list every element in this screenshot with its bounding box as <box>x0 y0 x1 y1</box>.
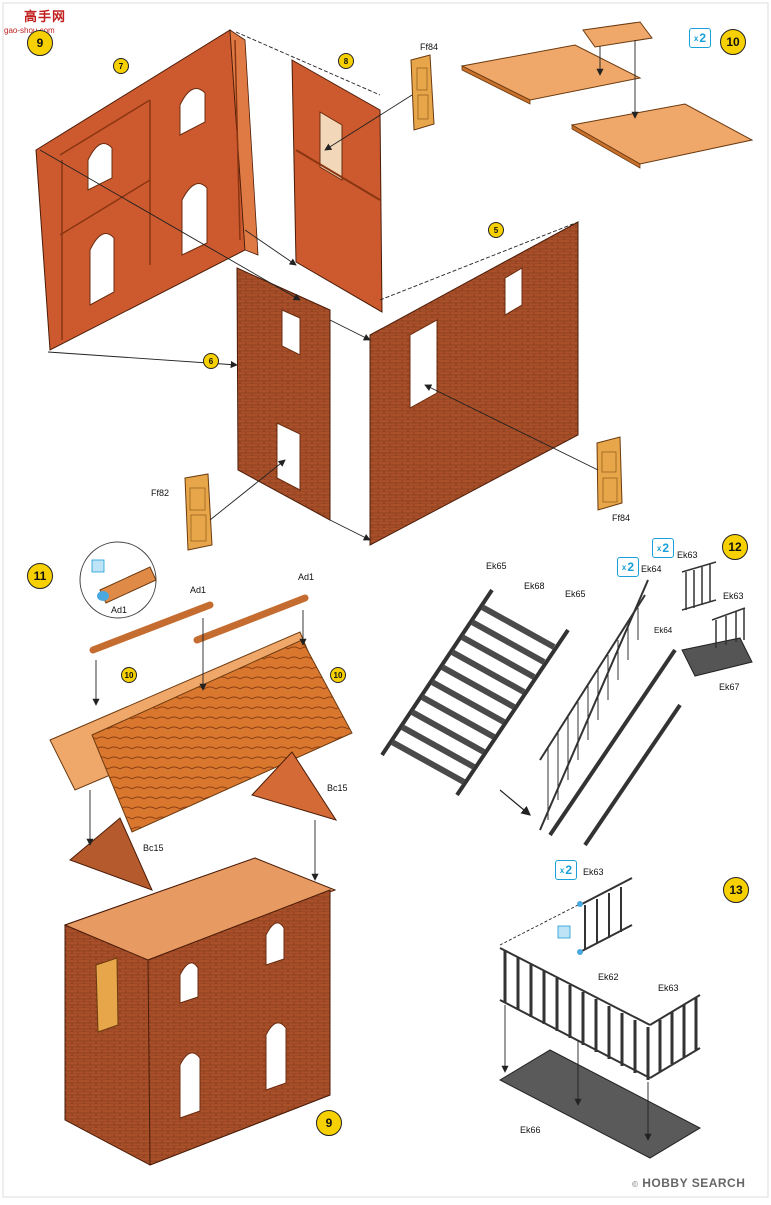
step-9-result-badge: 9 <box>316 1110 342 1136</box>
wall-part-6 <box>236 267 331 521</box>
label-ff84-bottom: Ff84 <box>612 513 631 523</box>
door-ff82 <box>184 473 213 551</box>
part-10-marker-b: 10 <box>330 667 346 683</box>
door-ff84-top <box>410 54 435 131</box>
multiplier-prefix: x <box>621 562 627 572</box>
label-ad1-right: Ad1 <box>298 572 315 582</box>
label-ff82: Ff82 <box>151 488 170 498</box>
label-ek64-top: Ek64 <box>641 564 662 574</box>
hobby-search-watermark: © HOBBY SEARCH <box>632 1176 745 1190</box>
assembly-lines-step9 <box>39 31 599 541</box>
step-12-badge: 12 <box>722 534 748 560</box>
multiplier-value: 2 <box>662 541 670 555</box>
watermark-mark: © <box>632 1180 639 1189</box>
multiplier-prefix: x <box>559 865 565 875</box>
stairs-step12 <box>380 561 753 847</box>
label-ek62: Ek62 <box>598 972 619 982</box>
label-ek68: Ek68 <box>524 581 545 591</box>
label-ad1-left: Ad1 <box>190 585 207 595</box>
step-10-badge: 10 <box>720 29 746 55</box>
logo-text: 高手网 <box>24 10 67 25</box>
watermark-text: HOBBY SEARCH <box>642 1176 746 1190</box>
label-ek63-side: Ek63 <box>723 591 744 601</box>
site-logo: 高手网 gao-shou.com <box>4 4 82 40</box>
label-bc15-right: Bc15 <box>327 783 348 793</box>
step-13-badge: 13 <box>723 877 749 903</box>
floor-panels-step10 <box>460 21 754 169</box>
label-ek63-step13-b: Ek63 <box>658 983 679 993</box>
multiplier-prefix: x <box>693 33 699 43</box>
label-ek63-step13: Ek63 <box>583 867 604 877</box>
label-ek67: Ek67 <box>719 682 740 692</box>
step-11-badge: 11 <box>27 563 53 589</box>
part-7-marker: 7 <box>113 58 129 74</box>
wall-part-5 <box>369 221 579 546</box>
label-ek65-left: Ek65 <box>486 561 507 571</box>
multiplier-prefix: x <box>656 543 662 553</box>
railing-step13 <box>498 877 702 1159</box>
label-ek66: Ek66 <box>520 1125 541 1135</box>
part-5-marker: 5 <box>488 222 504 238</box>
logo-url: gao-shou.com <box>4 26 55 35</box>
label-bc15-left: Bc15 <box>143 843 164 853</box>
label-ad1-detail: Ad1 <box>111 605 128 615</box>
label-ek65-right: Ek65 <box>565 589 586 599</box>
part-8-marker: 8 <box>338 53 354 69</box>
multiplier-value: 2 <box>627 560 635 574</box>
door-ff84-bottom <box>596 436 623 511</box>
assembled-building <box>63 857 337 1166</box>
part-6-marker: 6 <box>203 353 219 369</box>
label-ek64-small: Ek64 <box>654 626 673 635</box>
step-9-badge: 9 <box>27 30 53 56</box>
roof-assembly-step11 <box>49 541 353 891</box>
wall-part-8 <box>291 59 383 313</box>
multiplier-value: 2 <box>565 863 573 877</box>
label-ek63-top: Ek63 <box>677 550 698 560</box>
multiplier-value: 2 <box>699 31 707 45</box>
label-ff84-top: Ff84 <box>420 42 439 52</box>
part-10-marker-a: 10 <box>121 667 137 683</box>
wall-part-7 <box>35 29 259 351</box>
